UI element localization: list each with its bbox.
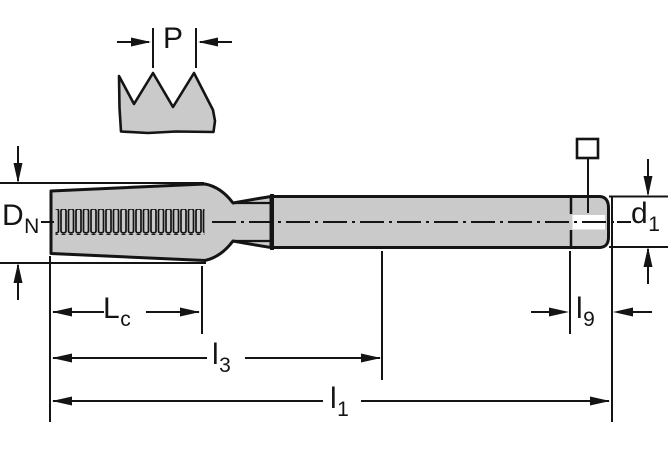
dn-arrow-top	[13, 163, 23, 183]
square-end-symbol	[575, 137, 600, 160]
pitch-arrow-left	[131, 37, 151, 47]
pitch-dimension	[117, 28, 232, 68]
thread-profile-detail	[117, 71, 217, 135]
shank-diameter-dimension	[609, 159, 668, 284]
l9-arrow-right	[613, 307, 633, 317]
square-length-dimension	[531, 307, 652, 317]
intermediate-length-dimension	[52, 353, 381, 363]
chamfer-length-label: Lc	[103, 292, 131, 331]
overall-length-dimension	[52, 396, 610, 406]
l1-arrow-left	[52, 396, 72, 406]
extension-lines	[49, 197, 613, 422]
square-length-label: l9	[576, 292, 595, 331]
intermediate-length-label: l3	[212, 338, 231, 377]
thread-band	[55, 209, 205, 235]
chamfer-length-dimension	[52, 307, 200, 317]
square-end-callout	[575, 137, 600, 213]
overall-length-label: l1	[330, 382, 349, 421]
lc-arrow-left	[52, 307, 72, 317]
lc-arrow-right	[180, 307, 200, 317]
shank-diameter-label: d1	[631, 197, 660, 236]
d1-arrow-top	[643, 176, 653, 197]
d1-arrow-bottom	[643, 247, 653, 267]
dn-arrow-bottom	[13, 263, 23, 283]
pitch-arrow-right	[198, 37, 218, 47]
l1-arrow-right	[590, 396, 610, 406]
tap-body	[41, 182, 631, 262]
l3-arrow-left	[52, 353, 72, 363]
l3-arrow-right	[361, 353, 381, 363]
nominal-diameter-dimension	[0, 146, 206, 300]
nominal-diameter-label: DN	[2, 199, 40, 238]
pitch-label: P	[163, 22, 184, 55]
thread-profile-shape	[117, 71, 217, 135]
l9-arrow-left	[549, 307, 569, 317]
